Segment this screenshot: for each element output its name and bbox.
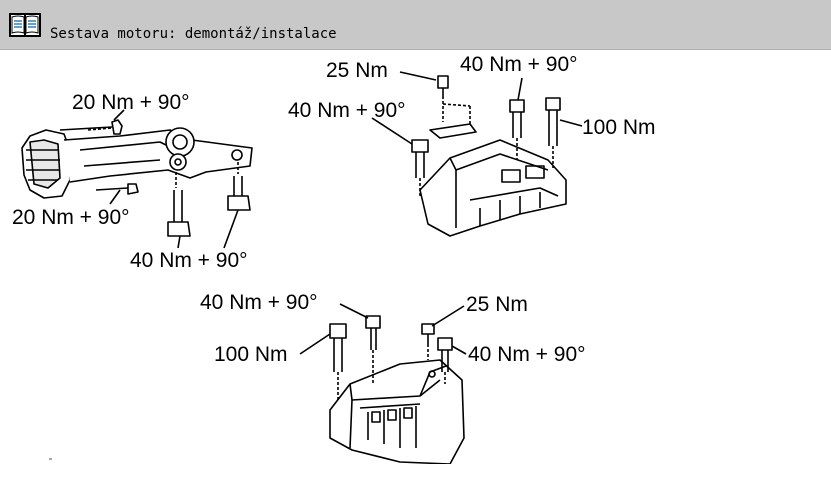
label-top-right-torque-a: 25 Nm [326,59,388,82]
window-titlebar: Sestava motoru: demontáž/instalace [0,0,831,50]
label-top-left-lower-torque: 20 Nm + 90° [12,206,130,229]
label-top-left-bottom-torque: 40 Nm + 90° [130,249,248,272]
label-top-right-torque-b: 40 Nm + 90° [460,53,578,76]
diagram-drawing [21,71,583,464]
footer-strip [0,466,831,481]
label-top-right-torque-d: 100 Nm [582,116,656,139]
book-icon [9,13,41,37]
window-title: Sestava motoru: demontáž/instalace [50,26,337,42]
label-bottom-torque-c: 100 Nm [214,343,288,366]
engine-mount-diagram: 20 Nm + 90° 20 Nm + 90° 40 Nm + 90° 25 N… [0,50,831,464]
label-bottom-torque-b: 25 Nm [466,293,528,316]
label-top-left-upper-torque: 20 Nm + 90° [72,91,190,114]
label-bottom-torque-a: 40 Nm + 90° [200,291,318,314]
right-mount-drawing [371,71,583,237]
label-bottom-torque-d: 40 Nm + 90° [468,343,586,366]
label-top-right-torque-c: 40 Nm + 90° [288,99,406,122]
stray-dot [49,458,52,460]
bottom-mount-drawing [299,303,467,464]
left-bracket-drawing [21,109,253,249]
